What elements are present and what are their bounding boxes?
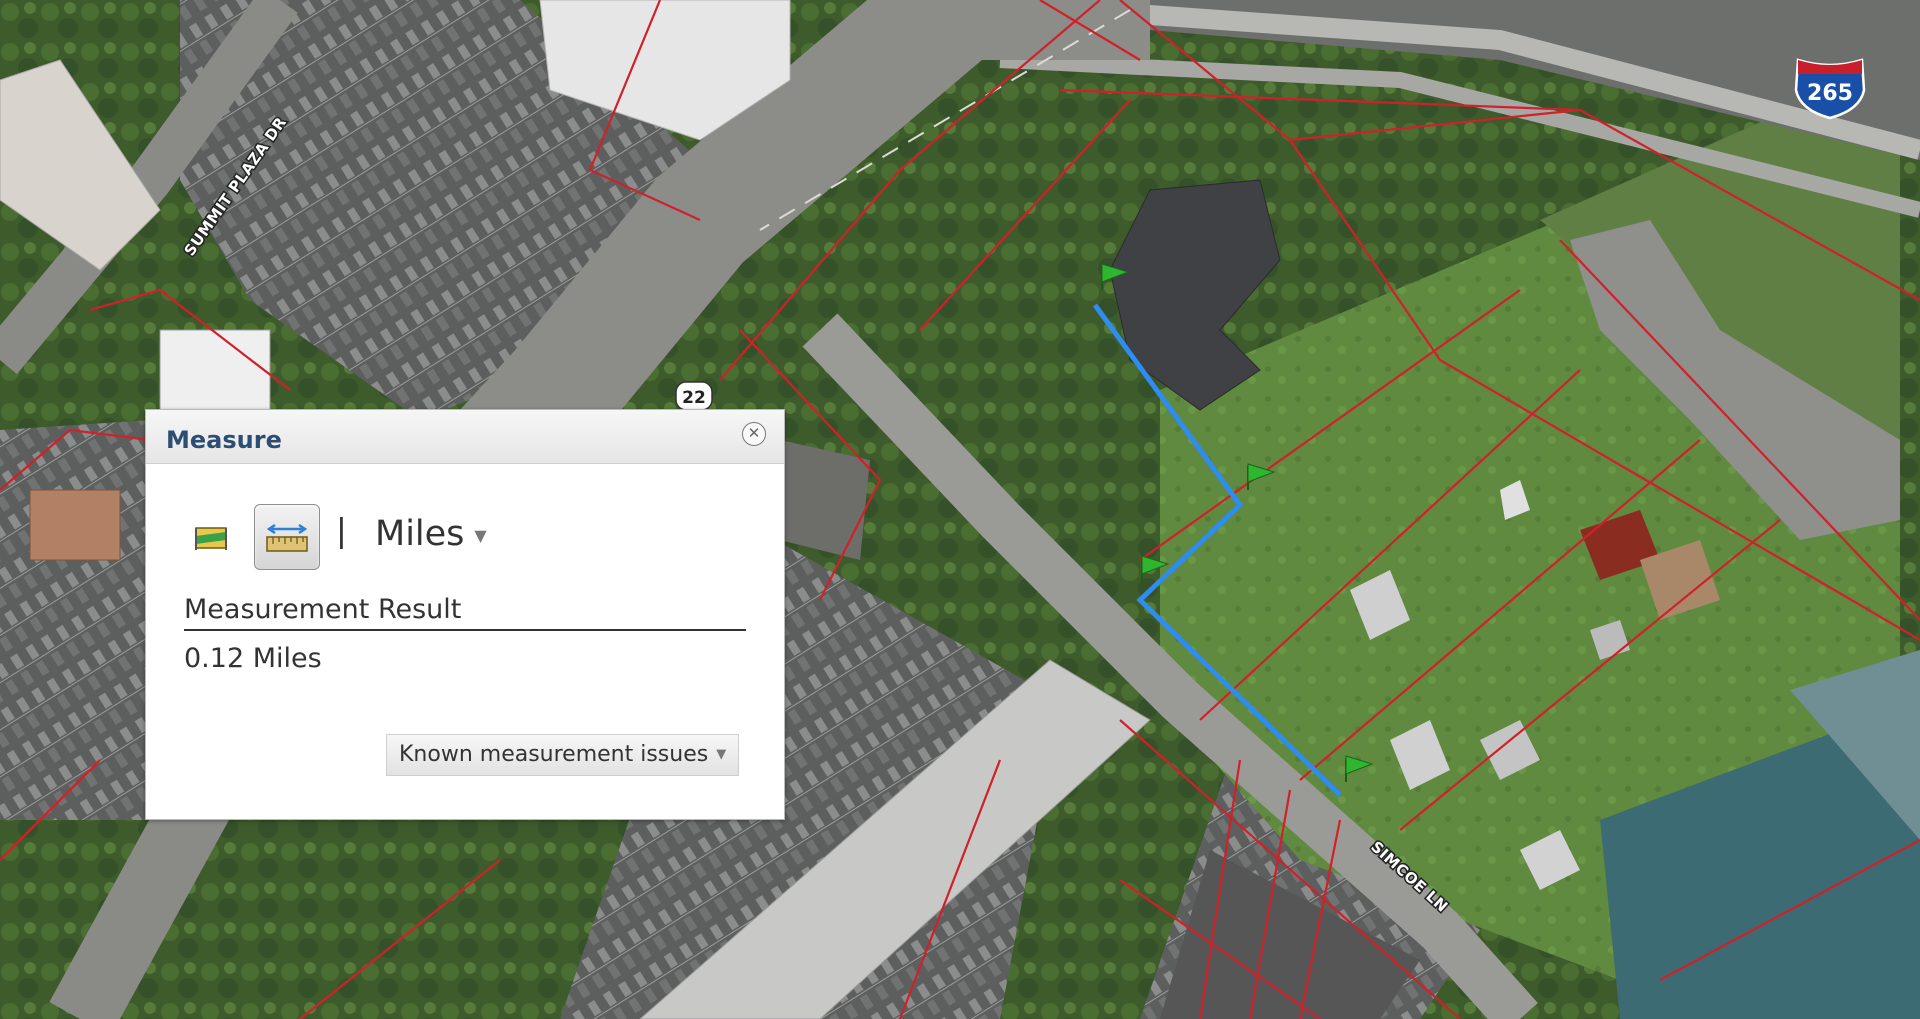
flag-marker — [1101, 263, 1130, 290]
measurement-result-label: Measurement Result — [184, 594, 746, 631]
interstate-shield-number: 265 — [1807, 81, 1853, 106]
measure-panel: Measure ✕ | Miles ▼ — [145, 409, 785, 820]
measure-header: Measure ✕ — [146, 410, 784, 464]
chevron-down-icon: ▼ — [474, 525, 487, 545]
flag-marker — [1345, 755, 1374, 782]
unit-dropdown[interactable]: Miles ▼ — [375, 514, 487, 554]
close-icon[interactable]: ✕ — [742, 422, 766, 446]
unit-dropdown-value: Miles — [375, 514, 465, 554]
tool-separator: | — [337, 512, 346, 550]
measure-title: Measure — [166, 426, 282, 454]
measurement-line — [1092, 303, 1342, 797]
flag-marker — [1141, 555, 1170, 582]
known-issues-label: Known measurement issues — [399, 742, 709, 767]
measure-tools: | Miles ▼ — [192, 504, 752, 570]
route-shield-icon: 22 — [675, 381, 713, 411]
flag-marker — [1247, 463, 1276, 490]
chevron-down-icon: ▼ — [716, 747, 727, 762]
area-measure-icon[interactable] — [192, 518, 230, 556]
interstate-shield-icon: 265 — [1794, 58, 1866, 120]
distance-measure-icon[interactable] — [254, 504, 320, 570]
route-shield-number: 22 — [682, 388, 706, 408]
known-issues-dropdown[interactable]: Known measurement issues ▼ — [386, 734, 740, 776]
measurement-result-value: 0.12 Miles — [184, 643, 322, 674]
